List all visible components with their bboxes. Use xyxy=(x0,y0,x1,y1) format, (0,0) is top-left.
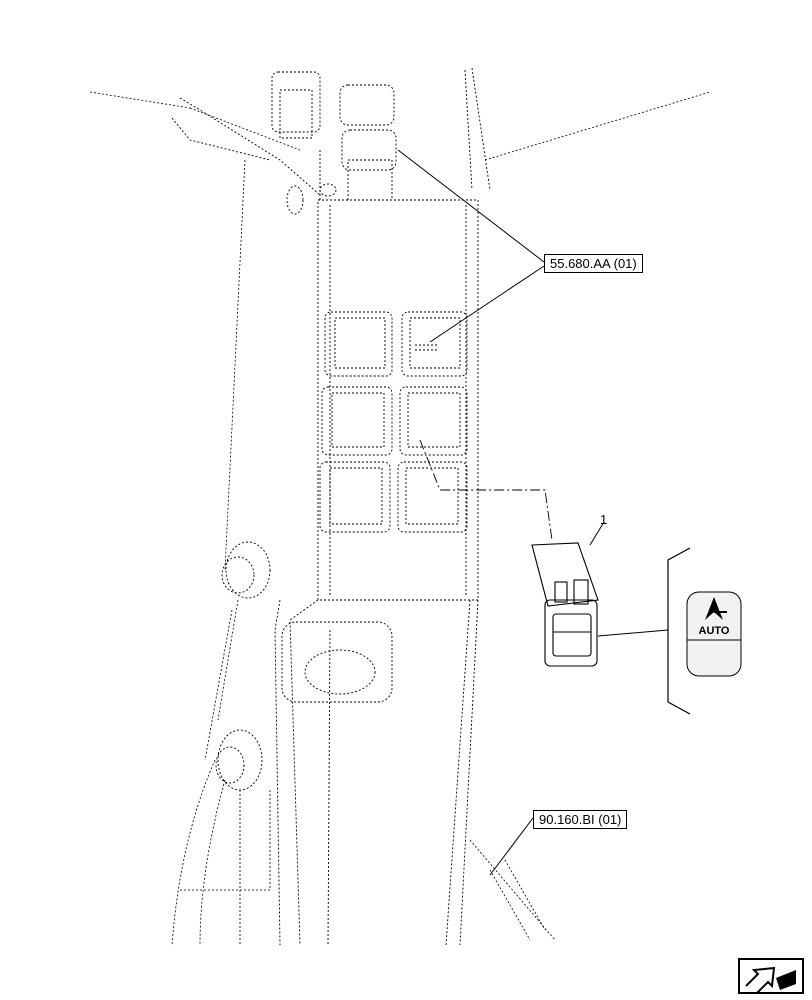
cab-outline-lines xyxy=(89,91,711,946)
legend-bracket xyxy=(667,547,691,715)
next-page-button[interactable] xyxy=(738,958,804,995)
item-number-1: 1 xyxy=(600,512,608,527)
reference-callout-55680[interactable]: 55.680.AA (01) xyxy=(544,254,643,273)
a-pillar xyxy=(274,67,491,946)
auto-switch-icon: AUTO xyxy=(686,591,742,677)
switch-panel xyxy=(319,311,468,533)
auto-label: AUTO xyxy=(699,625,730,637)
next-page-arrow-icon xyxy=(745,966,796,995)
steering-auto-icon xyxy=(705,597,723,620)
leader-lines xyxy=(397,149,669,876)
reference-callout-90160[interactable]: 90.160.BI (01) xyxy=(533,810,628,829)
pillar-fittings xyxy=(215,541,393,791)
install-leader xyxy=(419,439,553,541)
harness-connectors xyxy=(171,71,397,215)
rocker-switch-part xyxy=(531,542,599,667)
